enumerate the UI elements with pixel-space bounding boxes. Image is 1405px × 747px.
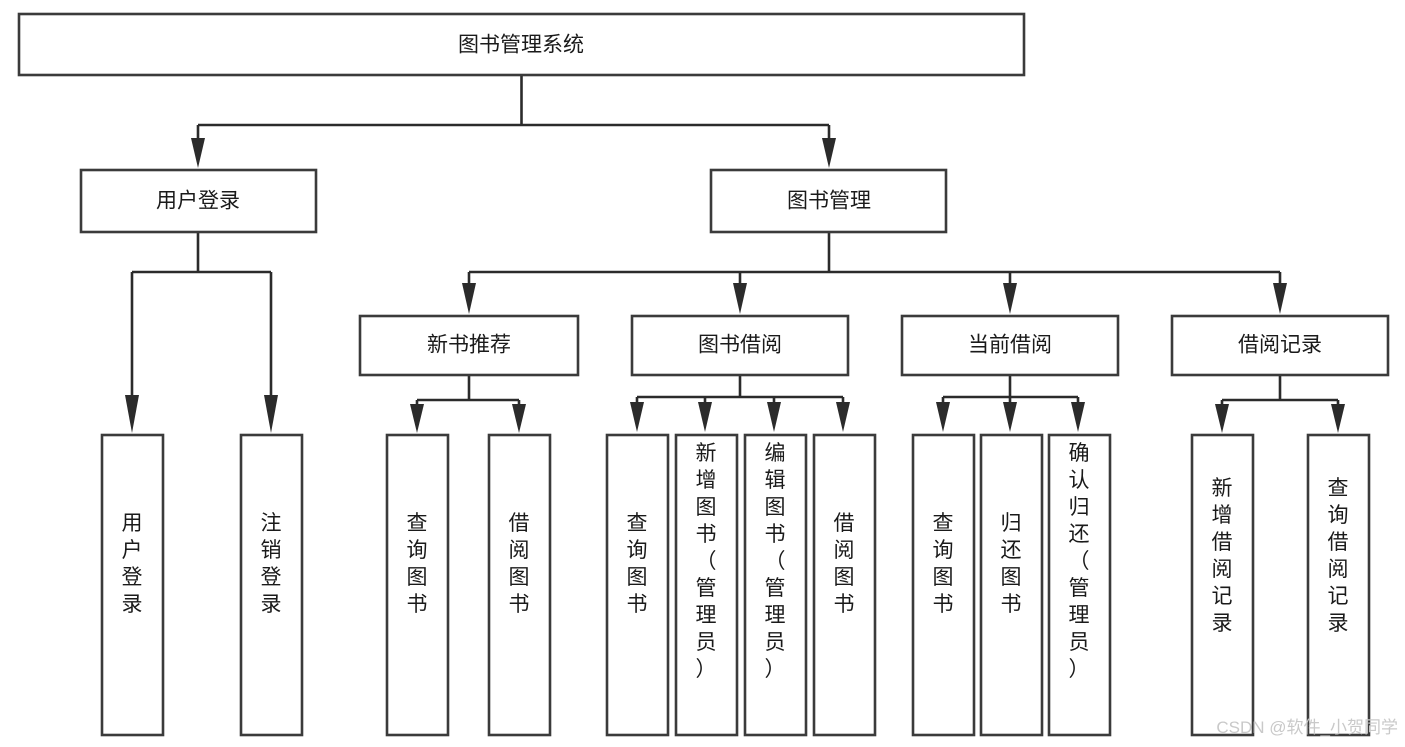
node-leaf-borrow-book-2-box[interactable] xyxy=(812,433,877,737)
node-new-book-recommend[interactable]: 新书推荐 xyxy=(358,314,580,377)
node-leaf-user-login-box[interactable] xyxy=(100,433,165,737)
node-leaf-logout-login-label: 注销登录 xyxy=(261,512,282,616)
node-borrow-record-label: 借阅记录 xyxy=(1238,334,1322,357)
node-user-login-label: 用户登录 xyxy=(156,190,240,213)
node-leaf-confirm-return-label: 确认归还（管理员） xyxy=(1069,442,1090,681)
node-leaf-query-book-2[interactable]: 查询图书 xyxy=(605,433,670,737)
node-leaf-return-book[interactable]: 归还图书 xyxy=(979,433,1044,737)
node-leaf-add-book-label: 新增图书（管理员） xyxy=(696,442,717,681)
node-leaf-query-record-box[interactable] xyxy=(1306,433,1371,737)
node-book-borrow[interactable]: 图书借阅 xyxy=(630,314,850,377)
arrowhead-leaf-user-login xyxy=(125,395,139,433)
arrowhead-leaf-return-book xyxy=(1003,402,1017,432)
arrowhead-leaf-query-book-3 xyxy=(936,402,950,432)
node-leaf-edit-book-label: 编辑图书（管理员） xyxy=(765,442,786,681)
node-leaf-edit-book-box[interactable] xyxy=(743,433,808,737)
connector-group-user-login xyxy=(125,232,278,433)
node-new-book-recommend-label: 新书推荐 xyxy=(427,334,511,357)
arrowhead-leaf-query-record xyxy=(1331,404,1345,433)
arrowhead-leaf-query-book-2 xyxy=(630,402,644,432)
node-leaf-confirm-return[interactable]: 确认归还（管理员） xyxy=(1047,433,1112,737)
node-leaf-logout-login[interactable]: 注销登录 xyxy=(239,433,304,737)
node-root[interactable]: 图书管理系统 xyxy=(17,12,1026,77)
arrowhead-leaf-edit-book xyxy=(767,402,781,432)
node-book-borrow-box[interactable] xyxy=(630,314,850,377)
node-book-management-label: 图书管理 xyxy=(787,190,871,213)
node-current-borrow-box[interactable] xyxy=(900,314,1120,377)
node-leaf-query-book-1[interactable]: 查询图书 xyxy=(385,433,450,737)
node-leaf-return-book-label: 归还图书 xyxy=(1001,512,1022,616)
arrowhead-leaf-logout-login xyxy=(264,395,278,433)
arrowhead-leaf-add-book xyxy=(698,402,712,432)
node-leaf-logout-login-box[interactable] xyxy=(239,433,304,737)
node-leaf-query-book-3[interactable]: 查询图书 xyxy=(911,433,976,737)
arrowhead-leaf-query-book-1 xyxy=(410,404,424,433)
node-leaf-add-book-box[interactable] xyxy=(674,433,739,737)
node-borrow-record[interactable]: 借阅记录 xyxy=(1170,314,1390,377)
node-borrow-record-box[interactable] xyxy=(1170,314,1390,377)
node-leaf-user-login[interactable]: 用户登录 xyxy=(100,433,165,737)
node-leaf-edit-book[interactable]: 编辑图书（管理员） xyxy=(743,433,808,737)
node-leaf-borrow-book-1-box[interactable] xyxy=(487,433,552,737)
arrowhead-to-current-borrow xyxy=(1003,283,1017,314)
node-user-login-box[interactable] xyxy=(79,168,318,234)
node-book-management[interactable]: 图书管理 xyxy=(709,168,948,234)
node-new-book-recommend-box[interactable] xyxy=(358,314,580,377)
node-leaf-borrow-book-2-label: 借阅图书 xyxy=(834,512,855,616)
arrowhead-to-borrow-record xyxy=(1273,283,1287,314)
node-leaf-query-book-2-label: 查询图书 xyxy=(627,512,648,616)
node-leaf-query-book-3-box[interactable] xyxy=(911,433,976,737)
node-leaf-add-record[interactable]: 新增借阅记录 xyxy=(1190,433,1255,737)
node-root-label: 图书管理系统 xyxy=(458,34,584,57)
node-leaf-query-record[interactable]: 查询借阅记录 xyxy=(1306,433,1371,737)
node-leaf-add-book[interactable]: 新增图书（管理员） xyxy=(674,433,739,737)
connector-group-current-borrow xyxy=(936,375,1085,432)
node-leaf-query-book-2-box[interactable] xyxy=(605,433,670,737)
node-leaf-query-book-3-label: 查询图书 xyxy=(933,512,954,616)
node-leaf-borrow-book-2[interactable]: 借阅图书 xyxy=(812,433,877,737)
node-leaf-user-login-label: 用户登录 xyxy=(122,512,143,616)
connector-group-root xyxy=(191,75,836,168)
connector-group-borrow-record xyxy=(1215,375,1345,433)
arrowhead-leaf-borrow-book-1 xyxy=(512,404,526,433)
arrowhead-leaf-confirm-return xyxy=(1071,402,1085,432)
node-current-borrow[interactable]: 当前借阅 xyxy=(900,314,1120,377)
node-user-login[interactable]: 用户登录 xyxy=(79,168,318,234)
node-leaf-query-book-1-label: 查询图书 xyxy=(407,512,428,616)
node-leaf-confirm-return-box[interactable] xyxy=(1047,433,1112,737)
arrowhead-leaf-borrow-book-2 xyxy=(836,402,850,432)
node-book-borrow-label: 图书借阅 xyxy=(698,334,782,357)
node-current-borrow-label: 当前借阅 xyxy=(968,334,1052,357)
arrowhead-to-book-borrow xyxy=(733,283,747,314)
node-leaf-borrow-book-1-label: 借阅图书 xyxy=(509,512,530,616)
node-leaf-query-book-1-box[interactable] xyxy=(385,433,450,737)
arrowhead-to-new-book-recommend xyxy=(462,283,476,314)
connector-group-book-borrow xyxy=(630,375,850,432)
watermark-label: CSDN @软件_小贺同学 xyxy=(1216,718,1398,737)
arrowhead-to-user-login xyxy=(191,138,205,168)
node-leaf-add-record-box[interactable] xyxy=(1190,433,1255,737)
node-leaf-add-record-label: 新增借阅记录 xyxy=(1212,477,1233,635)
node-leaf-borrow-book-1[interactable]: 借阅图书 xyxy=(487,433,552,737)
node-book-management-box[interactable] xyxy=(709,168,948,234)
node-leaf-query-record-label: 查询借阅记录 xyxy=(1328,477,1349,635)
node-root-box[interactable] xyxy=(17,12,1026,77)
connector-group-book-management xyxy=(462,232,1287,314)
connector-group-new-book-recommend xyxy=(410,375,526,433)
arrowhead-to-book-management xyxy=(822,138,836,168)
node-leaf-return-book-box[interactable] xyxy=(979,433,1044,737)
arrowhead-leaf-add-record xyxy=(1215,404,1229,433)
